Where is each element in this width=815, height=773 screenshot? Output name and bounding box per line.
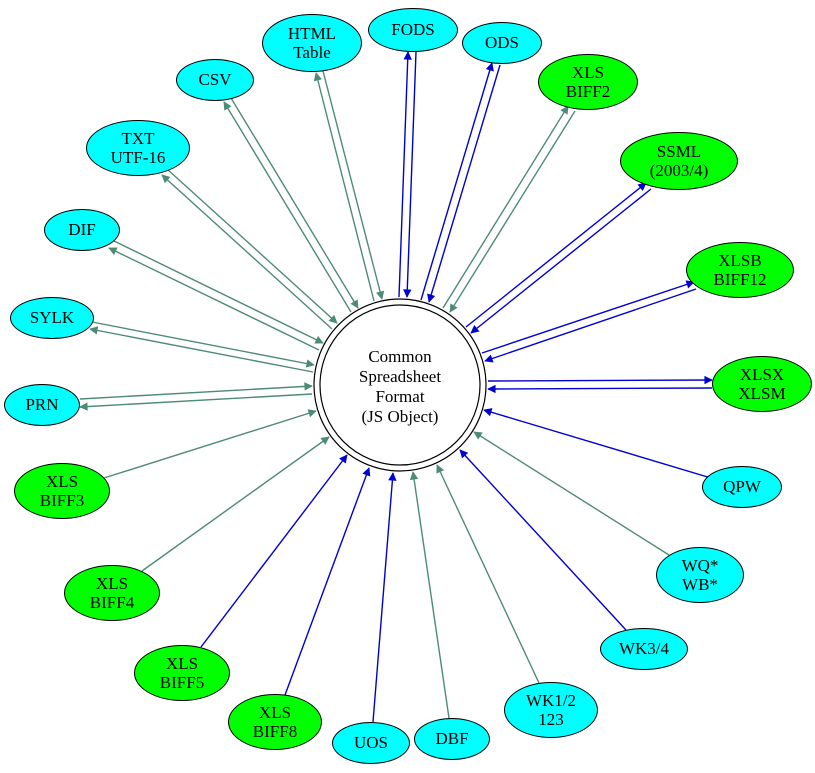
node-label: WQ* WB* [681, 555, 719, 594]
node-label: XLS BIFF4 [89, 573, 135, 612]
edge-sylk [89, 321, 315, 373]
edge-txt-utf16 [161, 168, 338, 330]
node-xls-biff4: XLS BIFF4 [64, 565, 160, 621]
edge-fods [398, 51, 417, 298]
node-label: QPW [723, 477, 761, 497]
node-wk34: WK3/4 [600, 628, 688, 670]
node-uos: UOS [332, 722, 410, 764]
node-label: HTML Table [287, 23, 337, 62]
edge-xls-biff3 [103, 409, 317, 479]
edge-xls-biff4 [141, 436, 330, 572]
center-node-label: Common Spreadsheet Format (JS Object) [358, 347, 442, 427]
edge-uos [372, 472, 397, 723]
edge-ssml [465, 182, 652, 334]
node-xlsx: XLSX XLSM [712, 356, 812, 412]
edge-qpw [483, 408, 722, 482]
node-label: CSV [198, 70, 232, 90]
edge-ods [420, 62, 501, 303]
node-xlsb: XLSB BIFF12 [686, 242, 794, 298]
node-wk12: WK1/2 123 [504, 682, 598, 738]
edge-xlsb [481, 280, 697, 363]
node-prn: PRN [4, 384, 80, 426]
node-txt-utf16: TXT UTF-16 [86, 120, 190, 176]
edge-dbf [409, 471, 450, 719]
node-label: DIF [68, 220, 96, 240]
edge-xlsx [487, 375, 713, 394]
node-wq-wb: WQ* WB* [656, 547, 744, 603]
edge-xls-biff5 [200, 454, 348, 648]
node-xls-biff8: XLS BIFF8 [228, 694, 322, 750]
edge-xls-biff2 [442, 105, 576, 313]
node-dif: DIF [44, 209, 120, 251]
edge-xls-biff8 [284, 467, 371, 696]
node-sylk: SYLK [10, 297, 94, 339]
node-label: WK1/2 123 [525, 690, 577, 729]
node-label: XLSX XLSM [738, 364, 786, 403]
node-csv: CSV [176, 59, 254, 101]
node-html-table: HTML Table [262, 14, 362, 72]
node-label: XLS BIFF5 [159, 653, 205, 692]
node-label: SSML (2003/4) [649, 141, 709, 180]
node-label: XLS BIFF3 [39, 471, 85, 510]
node-label: TXT UTF-16 [110, 128, 166, 167]
node-label: ODS [484, 33, 519, 53]
node-qpw: QPW [702, 466, 782, 508]
node-label: XLSB BIFF12 [713, 250, 767, 289]
node-dbf: DBF [414, 718, 490, 760]
center-double-circle [313, 298, 487, 472]
node-label: XLS BIFF8 [252, 702, 298, 741]
edge-wk12 [436, 464, 540, 684]
node-label: SYLK [29, 308, 75, 328]
node-label: UOS [353, 733, 388, 753]
node-xls-biff5: XLS BIFF5 [134, 645, 230, 701]
node-label: WK3/4 [618, 639, 670, 659]
node-xls-biff3: XLS BIFF3 [14, 463, 110, 519]
edge-prn [79, 382, 313, 411]
node-label: DBF [435, 729, 469, 749]
edge-dif [108, 239, 324, 351]
node-label: FODS [391, 20, 435, 40]
edge-wk34 [459, 449, 627, 631]
node-fods: FODS [368, 8, 458, 52]
node-xls-biff2: XLS BIFF2 [538, 54, 638, 110]
node-label: XLS BIFF2 [565, 62, 611, 101]
edge-wq-wb [473, 431, 670, 556]
edge-html-table [313, 70, 385, 302]
node-ods: ODS [462, 22, 542, 64]
node-label: PRN [25, 395, 59, 415]
node-ssml: SSML (2003/4) [620, 132, 738, 190]
edge-csv [223, 97, 359, 313]
